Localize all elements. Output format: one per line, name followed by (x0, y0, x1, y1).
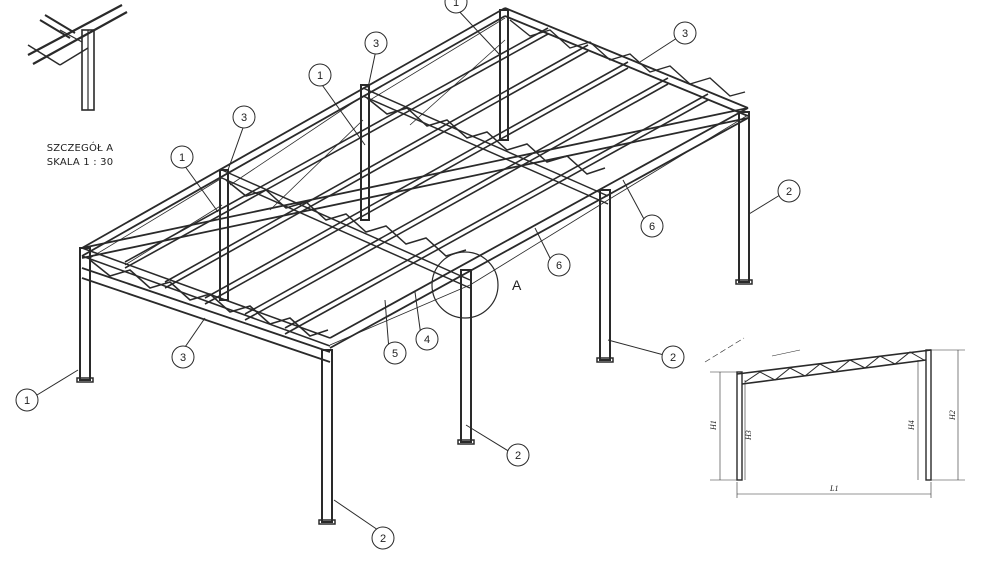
side-view-dimensions: H1 H3 H4 H2 L1 (709, 410, 957, 493)
svg-text:6: 6 (649, 221, 655, 233)
svg-text:3: 3 (180, 352, 186, 364)
callout-1-c (308, 63, 332, 87)
svg-text:H3: H3 (744, 430, 753, 441)
detail-scale: SKALA 1 : 30 (46, 157, 114, 168)
svg-text:3: 3 (373, 38, 379, 50)
callout-3-c (673, 21, 697, 45)
svg-text:H4: H4 (907, 420, 916, 431)
right-end-beam (504, 7, 749, 117)
callout-3-d (171, 345, 195, 369)
cross-bracing (89, 17, 749, 346)
svg-text:5: 5 (392, 348, 398, 360)
front-edge-beam (329, 107, 749, 349)
svg-text:3: 3 (241, 112, 247, 124)
side-view (704, 337, 965, 498)
svg-text:1: 1 (453, 0, 459, 9)
column-base-plates (76, 279, 753, 525)
svg-text:2: 2 (670, 352, 676, 364)
svg-text:1: 1 (317, 70, 323, 82)
callout-3-b (364, 31, 388, 55)
svg-text:2: 2 (380, 533, 386, 545)
callout-1-d (444, 0, 468, 14)
detail-a-view (27, 4, 128, 111)
svg-text:H1: H1 (709, 420, 718, 431)
back-edge-beam (81, 7, 506, 257)
callout-2-b (661, 345, 685, 369)
purlins (124, 27, 709, 335)
callout-3-a (232, 105, 256, 129)
svg-text:H2: H2 (948, 410, 957, 421)
callout-6-b (547, 253, 571, 277)
detail-title: SZCZEGÓŁ A (46, 143, 114, 154)
columns (79, 9, 750, 523)
svg-text:L1: L1 (829, 484, 838, 493)
callout-1-a (15, 388, 39, 412)
svg-text:3: 3 (682, 28, 688, 40)
svg-text:1: 1 (179, 152, 185, 164)
detail-caption: SZCZEGÓŁ A SKALA 1 : 30 (30, 142, 130, 170)
callout-6-a (640, 214, 664, 238)
main-structure (76, 7, 753, 525)
callout-2-c (506, 443, 530, 467)
callouts (15, 0, 801, 550)
callout-2-a (777, 179, 801, 203)
svg-text:2: 2 (515, 450, 521, 462)
svg-text:1: 1 (24, 395, 30, 407)
callout-2-d (371, 526, 395, 550)
svg-text:6: 6 (556, 260, 562, 272)
callout-5 (383, 341, 407, 365)
left-truss (81, 247, 331, 347)
callout-1-b (170, 145, 194, 169)
callout-labels: 1 1 1 1 3 3 3 3 6 6 2 2 2 2 5 4 (24, 0, 792, 545)
detail-a-letter: A (512, 277, 522, 293)
callout-4 (415, 327, 439, 351)
right-truss-web (509, 19, 746, 97)
detail-a-marker: A (431, 251, 522, 319)
svg-text:4: 4 (424, 334, 430, 346)
svg-text:2: 2 (786, 186, 792, 198)
